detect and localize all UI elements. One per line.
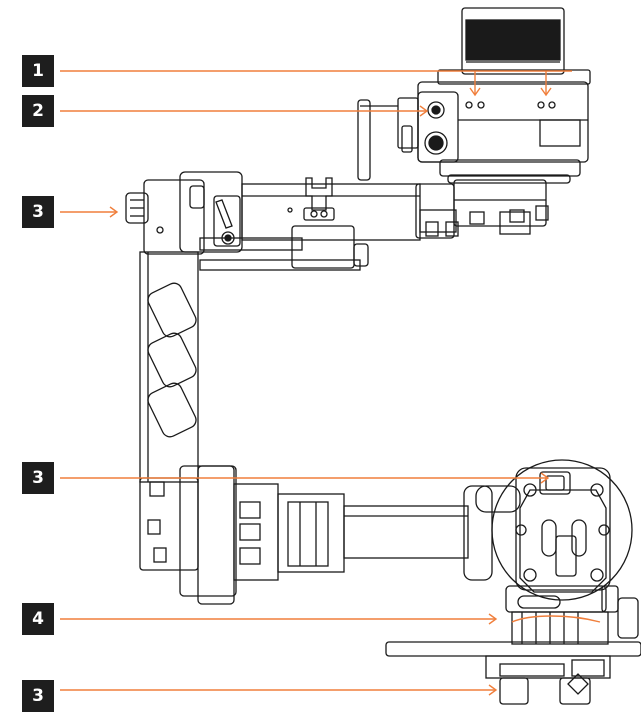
callout-2: 2 <box>22 95 54 127</box>
leader-line-1-arrow-b <box>540 87 552 97</box>
leader-line-3b-arrow <box>540 472 550 484</box>
leader-line-3a-arrow <box>109 206 119 218</box>
top-motor-assembly <box>357 7 591 184</box>
vertical-arm <box>139 251 199 571</box>
leader-line-4-arrow <box>488 613 498 625</box>
leader-lines <box>60 70 601 696</box>
leader-line-2-arrow <box>419 105 429 117</box>
callout-3-pan: 3 <box>22 196 54 228</box>
leader-line-4-arc <box>511 615 601 623</box>
callout-3-roll: 3 <box>22 462 54 494</box>
callout-4: 4 <box>22 603 54 635</box>
upper-arm <box>125 171 549 271</box>
lower-arm <box>179 465 469 605</box>
leader-line-1-arrow-a <box>469 87 481 97</box>
roll-motor-assembly <box>385 459 641 705</box>
callout-3-base: 3 <box>22 680 54 712</box>
callout-1: 1 <box>22 55 54 87</box>
leader-line-3c-arrow <box>488 684 498 696</box>
